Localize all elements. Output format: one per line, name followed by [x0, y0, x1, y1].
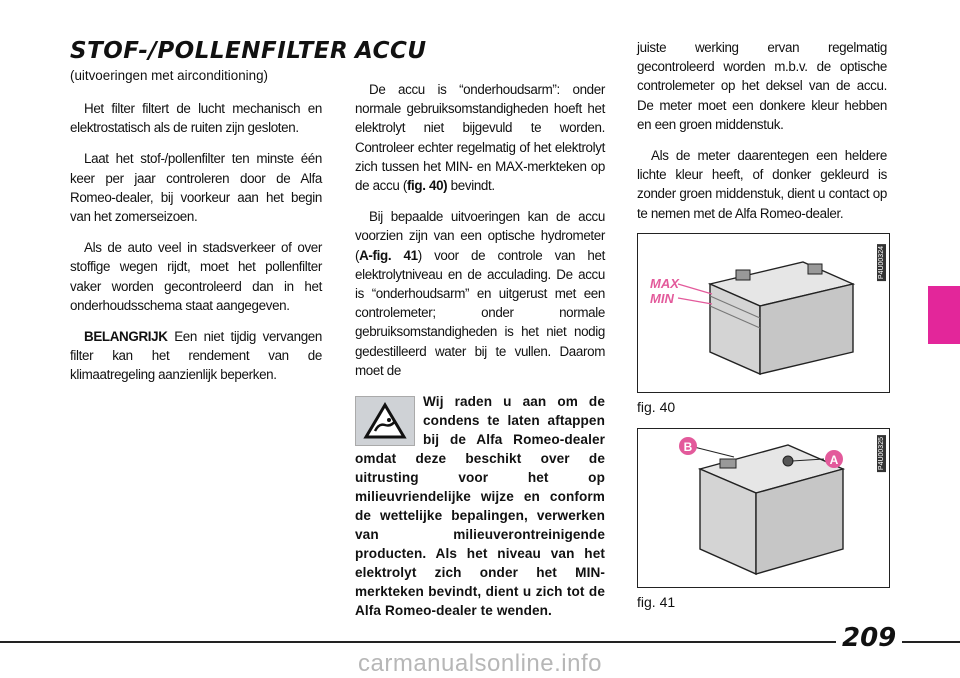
- battery-max-min-illustration: MAX MIN: [650, 261, 856, 376]
- important-label: BELANGRIJK: [84, 329, 168, 345]
- figure-code: P4U00324: [877, 244, 886, 282]
- paragraph: juiste werking ervan regelmatig gecontro…: [637, 40, 887, 132]
- max-label: MAX: [650, 276, 680, 291]
- text-run: bevindt.: [447, 178, 495, 194]
- paragraph: Het filter filtert de lucht mechanisch e…: [70, 101, 322, 136]
- section-title-pollenfilter: STOF-/POLLENFILTER: [70, 38, 349, 64]
- min-label: MIN: [650, 291, 674, 306]
- section-tab-marker: [928, 286, 960, 344]
- label-a: A: [830, 453, 839, 467]
- figure-reference: fig. 40): [406, 178, 448, 194]
- page-divider: [0, 641, 960, 643]
- paragraph: Bij bepaalde uitvoeringen kan de accu vo…: [355, 207, 605, 380]
- section-title-accu: ACCU: [355, 38, 427, 64]
- left-column: STOF-/POLLENFILTER (uitvoeringen met air…: [70, 38, 349, 397]
- important-text: Een niet tijdig vervangen filter kan het…: [70, 329, 322, 383]
- figure-code: P4U00325: [877, 435, 886, 473]
- paragraph: Als de meter daarentegen een heldere lic…: [637, 148, 887, 221]
- left-body: Het filter filtert de lucht mechanisch e…: [70, 99, 322, 385]
- figure-40-caption: fig. 40: [637, 399, 676, 415]
- label-b: B: [684, 440, 693, 454]
- warning-text: Wij raden u aan om de condens te laten a…: [355, 394, 605, 619]
- warning-box: Wij raden u aan om de condens te laten a…: [355, 392, 605, 620]
- figure-41: B A P4U00325: [637, 428, 890, 588]
- right-column: juiste werking ervan regelmatig gecontro…: [637, 38, 887, 235]
- paragraph: Als de auto veel in stadsverkeer of over…: [70, 240, 322, 313]
- text-run: ) voor de controle van het elektrolytniv…: [355, 247, 605, 378]
- battery-hydrometer-illustration: B A: [679, 437, 846, 576]
- paragraph: De accu is “onderhoudsarm”: onder normal…: [355, 80, 605, 195]
- text-run: De accu is “onderhoudsarm”: onder normal…: [355, 82, 605, 194]
- watermark: carmanualsonline.info: [358, 650, 602, 677]
- figure-reference: A-fig. 41: [359, 247, 418, 263]
- section-subtitle: (uitvoeringen met airconditioning): [70, 68, 268, 83]
- page-number: 209: [836, 623, 903, 653]
- figure-41-caption: fig. 41: [637, 594, 676, 610]
- warning-icon: [355, 396, 415, 447]
- paragraph: Laat het stof-/pollenfilter ten minste é…: [70, 151, 322, 225]
- middle-column: ACCU De accu is “onderhoudsarm”: onder n…: [355, 38, 605, 620]
- paragraph: BELANGRIJK Een niet tijdig vervangen fil…: [70, 327, 322, 385]
- figure-40: MAX MIN P4U00324: [637, 233, 890, 393]
- middle-body: De accu is “onderhoudsarm”: onder normal…: [355, 80, 605, 380]
- text-run: Bij bepaalde uitvoeringen kan de accu vo…: [355, 209, 605, 263]
